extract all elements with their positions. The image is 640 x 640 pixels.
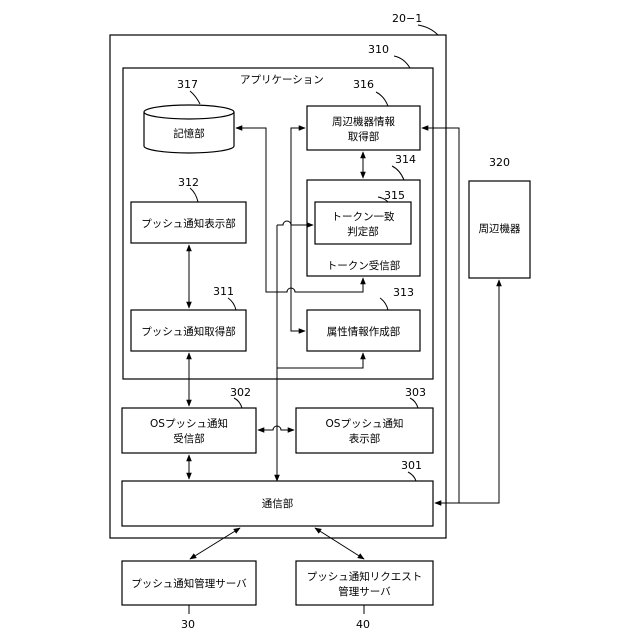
- token-receiver-label: トークン受信部: [327, 259, 401, 272]
- peripheral-info-box: [307, 106, 420, 150]
- request-server-line1: プッシュ通知リクエスト: [307, 570, 423, 583]
- device-ref: 20−1: [392, 12, 422, 25]
- application-ref: 310: [368, 43, 389, 56]
- push-server-ref: 30: [181, 618, 195, 631]
- token-receiver-ref: 314: [395, 153, 416, 166]
- peripheral-info-line1: 周辺機器情報: [332, 115, 395, 128]
- peripheral-ref: 320: [489, 156, 510, 169]
- attribute-gen-label: 属性情報作成部: [327, 325, 401, 338]
- device-ref-leader: [418, 25, 438, 35]
- line-comm-peripheral: [459, 280, 499, 503]
- storage-label: 記憶部: [173, 127, 205, 140]
- os-push-disp-line2: 表示部: [349, 432, 381, 445]
- push-acquire-label: プッシュ通知取得部: [141, 325, 236, 338]
- request-server-line2: 管理サーバ: [338, 585, 391, 598]
- storage-ref: 317: [177, 78, 198, 91]
- request-server-ref: 40: [356, 618, 370, 631]
- token-match-line1: トークン一致: [332, 210, 395, 223]
- os-push-recv-ref: 302: [230, 386, 251, 399]
- token-match-line2: 判定部: [347, 225, 379, 238]
- comm-ref: 301: [401, 459, 422, 472]
- os-push-recv-line1: OSプッシュ通知: [150, 417, 228, 430]
- peripheral-info-line2: 取得部: [348, 130, 380, 143]
- peripheral-label: 周辺機器: [479, 222, 521, 235]
- request-server-box: [296, 561, 433, 605]
- os-push-disp-box: [296, 408, 433, 453]
- token-match-ref: 315: [384, 189, 405, 202]
- comm-label: 通信部: [262, 497, 294, 510]
- push-display-ref: 312: [178, 176, 199, 189]
- application-title: アプリケーション: [240, 74, 324, 86]
- push-server-label: プッシュ通知管理サーバ: [131, 577, 247, 590]
- os-push-recv-line2: 受信部: [173, 432, 205, 445]
- peripheral-info-ref: 316: [353, 78, 374, 91]
- os-push-disp-line1: OSプッシュ通知: [326, 417, 404, 430]
- os-push-recv-box: [122, 408, 256, 453]
- push-acquire-ref: 311: [213, 285, 234, 298]
- push-display-label: プッシュ通知表示部: [141, 217, 236, 230]
- attribute-gen-ref: 313: [393, 286, 414, 299]
- os-push-disp-ref: 303: [405, 386, 426, 399]
